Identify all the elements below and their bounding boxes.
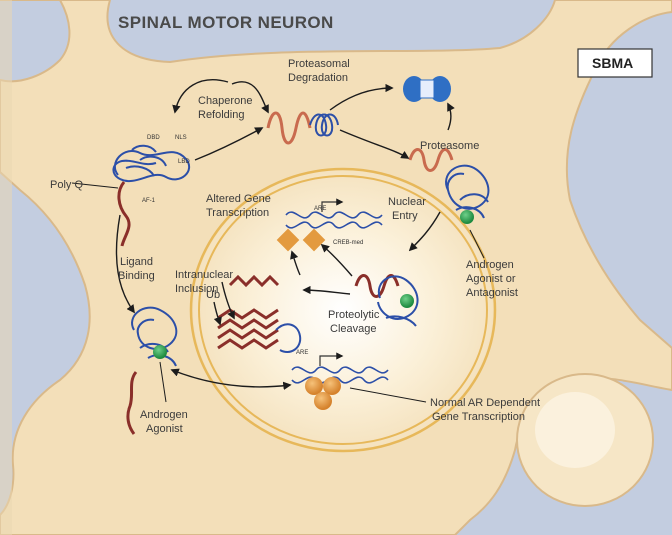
are-label-upper: ARE [296, 350, 308, 356]
diagram-title: SPINAL MOTOR NEURON [118, 13, 334, 32]
sbma-badge-label: SBMA [592, 55, 633, 71]
proteasome-icon [403, 76, 451, 102]
af1-label: AF-1 [142, 198, 156, 204]
nls-label: NLS [175, 135, 187, 141]
are-label-lower: ARE [314, 206, 326, 212]
poly-q-label: Poly Q [50, 179, 83, 191]
ub-label: Ub [206, 289, 220, 301]
androgen-agonist-or-antagonist-label: Androgen Agonist or Antagonist [466, 259, 519, 299]
lbd-label: LBD [178, 159, 190, 165]
creb-med-label: CREB-med [333, 240, 363, 246]
left-frame-edge [0, 0, 12, 535]
proteasome-label: Proteasome [420, 140, 479, 152]
axon-bulb-highlight [535, 392, 615, 468]
dbd-label: DBD [147, 135, 160, 141]
